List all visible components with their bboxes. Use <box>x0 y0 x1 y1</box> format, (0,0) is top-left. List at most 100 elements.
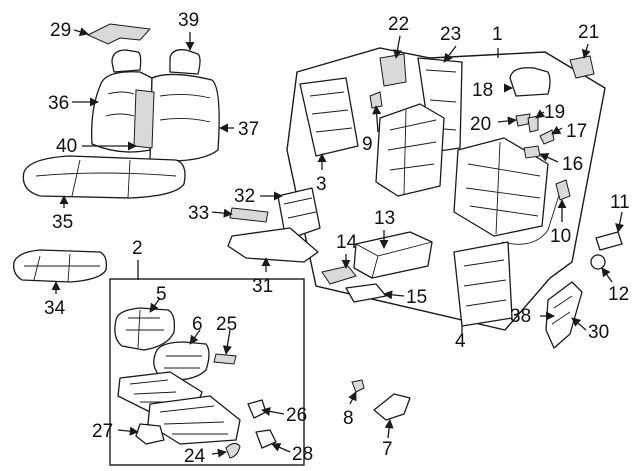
part-7-latch <box>373 393 411 421</box>
part-20-guide <box>515 113 531 127</box>
callout-18: 18 <box>472 80 493 101</box>
part-11-pin <box>595 231 623 251</box>
part-39-headrest-right <box>169 49 201 75</box>
callout-leaders <box>51 27 625 458</box>
seatback-frame-right-detail <box>465 141 541 235</box>
part-39-headrest-left <box>111 49 142 73</box>
callout-labels: 1 2 3 4 5 6 7 8 9 10 11 12 13 14 15 16 1… <box>44 10 630 467</box>
pad-lines <box>24 253 100 283</box>
part-12-nut <box>590 254 606 270</box>
part-16-grommet <box>523 145 541 159</box>
callout-38: 38 <box>510 306 531 327</box>
part-8-fastener <box>351 379 365 393</box>
callout-32: 32 <box>234 186 255 207</box>
part-31-armrest-base <box>227 227 319 263</box>
part-6-cover <box>153 341 210 381</box>
callout-39: 39 <box>178 10 199 31</box>
callout-11: 11 <box>610 192 630 213</box>
cushion-components <box>114 307 241 459</box>
callout-24: 24 <box>184 446 206 467</box>
seatback-frame-center <box>375 103 445 197</box>
callout-17: 17 <box>566 121 587 142</box>
part-21-bracket <box>569 55 595 79</box>
callout-16: 16 <box>562 154 583 175</box>
part-29-trim <box>86 23 152 45</box>
callout-36: 36 <box>48 93 69 114</box>
cushion-group-frame <box>109 278 305 466</box>
part-6-detail <box>164 355 202 369</box>
cushion-frame-base <box>147 395 241 445</box>
part-15-plate <box>345 283 387 303</box>
part-32-armrest-panel <box>277 187 321 241</box>
seatback-stitching <box>105 91 211 123</box>
part-14-cupholder <box>321 265 357 285</box>
callout-22: 22 <box>388 14 409 35</box>
seatback-group-frame <box>286 47 606 331</box>
callout-12: 12 <box>608 284 629 305</box>
callout-27: 27 <box>92 421 113 442</box>
part-25-clip <box>213 353 237 365</box>
callout-19: 19 <box>544 102 565 123</box>
cushion-stitching <box>35 159 177 199</box>
part-17-pin <box>539 129 555 145</box>
seatback-components <box>299 53 595 327</box>
part-40-armrest <box>133 89 155 149</box>
callout-20: 20 <box>470 114 491 135</box>
part-10-handle <box>555 179 571 201</box>
part-19-guide <box>527 115 539 133</box>
part-37-seatback-right <box>149 73 220 162</box>
part-3-seatback-panel <box>299 77 359 157</box>
callout-23: 23 <box>440 24 461 45</box>
callout-21: 21 <box>578 22 599 43</box>
callout-25: 25 <box>216 314 237 335</box>
callout-28: 28 <box>292 444 313 465</box>
callout-8: 8 <box>343 408 354 429</box>
part-26-clip <box>247 399 267 419</box>
callout-34: 34 <box>44 298 66 319</box>
part-33-strip <box>229 207 269 223</box>
callout-15: 15 <box>406 287 427 308</box>
part-4-detail <box>463 259 507 307</box>
part-27-bracket <box>135 423 165 445</box>
callout-7: 7 <box>382 439 393 460</box>
center-components <box>227 187 433 449</box>
callout-6: 6 <box>192 314 203 335</box>
callout-2: 2 <box>132 238 143 259</box>
callout-4: 4 <box>455 331 466 352</box>
part-22-bezel <box>379 53 407 87</box>
part-5-detail <box>126 309 164 349</box>
callout-37: 37 <box>238 119 259 140</box>
part-9-bracket <box>369 91 383 109</box>
seat-assembly-complete <box>13 23 220 283</box>
callout-29: 29 <box>50 20 71 41</box>
part-13-armrest-box <box>353 231 433 279</box>
part-30-detail <box>551 295 573 325</box>
part-24-hook <box>225 442 241 459</box>
part-3-detail <box>309 91 353 133</box>
part-30-side-trim <box>545 281 583 349</box>
part-13-detail <box>355 241 433 279</box>
callout-35: 35 <box>52 212 73 233</box>
part-18-headrest <box>509 67 551 97</box>
callout-31: 31 <box>252 276 273 297</box>
callout-14: 14 <box>336 232 358 253</box>
callout-26: 26 <box>286 405 307 426</box>
right-side-parts <box>545 231 623 349</box>
callout-10: 10 <box>550 226 571 247</box>
part-5-cover <box>114 307 176 351</box>
callout-33: 33 <box>188 203 209 224</box>
callout-9: 9 <box>362 134 373 155</box>
callout-40: 40 <box>56 136 77 157</box>
part-35-seat-cushion <box>22 155 186 199</box>
part-32-detail <box>283 197 317 219</box>
callout-30: 30 <box>588 322 609 343</box>
cushion-frame-base-detail <box>159 405 228 435</box>
part-28-connector <box>255 429 277 449</box>
seatback-frame-right <box>453 137 549 237</box>
seatback-frame-center-detail <box>387 109 437 195</box>
callout-1: 1 <box>492 24 503 45</box>
callout-13: 13 <box>374 208 395 229</box>
callout-5: 5 <box>156 284 167 305</box>
